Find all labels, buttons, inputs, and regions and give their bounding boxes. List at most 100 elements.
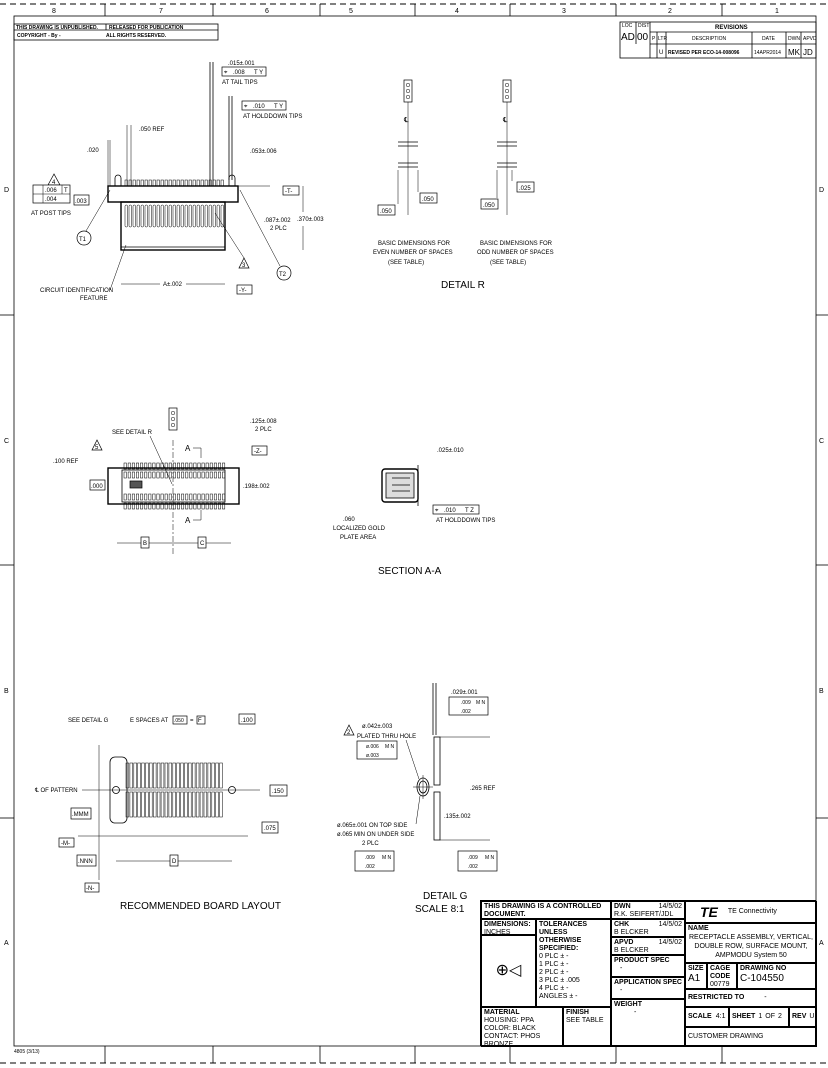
contact [123,471,127,479]
dim-135: .135±.002 [444,814,471,820]
datum-y: -Y- [239,288,246,294]
chk-label: CHK [614,921,630,928]
weight-value: - [634,1009,637,1016]
col-description: DESCRIPTION [692,36,727,42]
contact [209,493,213,501]
dim-265-ref: .265 REF [470,786,496,792]
controlled-cell: THIS DRAWING IS A CONTROLLED DOCUMENT. [481,901,611,919]
zone-label: 5 [349,8,353,15]
dimensions-label: DIMENSIONS: [484,921,531,928]
rev-description: REVISED PER ECO-14-008096 [668,50,740,56]
pin [204,179,208,187]
form-number: 4805 (3/13) [14,1049,40,1055]
customer-drawing: CUSTOMER DRAWING [688,1033,764,1040]
dim-100-ref: .100 REF [53,459,79,465]
pin [213,462,217,470]
dwn-label: DWN [614,903,631,910]
contact [160,493,164,501]
position-icon: ⌖ [244,104,248,110]
revisions-block: LOC DIST AD 00 REVISIONS P LTR DESCRIPTI… [619,21,817,59]
size-cell: SIZE A1 [685,963,707,989]
pin [168,462,172,470]
dim-050: .050 [483,203,495,209]
name-label: NAME [688,925,709,932]
pad-note-1: ø.065±.001 ON TOP SIDE [337,823,407,829]
gold-note-2: LOCALIZED GOLD [333,526,386,532]
contact [185,471,189,479]
pad [203,762,208,789]
pin [123,462,127,470]
contact [132,204,136,228]
pin [200,179,204,187]
pad [219,762,223,789]
flag-2: 2 [347,730,351,736]
dim-198: .198±.002 [243,484,270,490]
pin [140,179,144,187]
zone-label: B [4,688,9,695]
pin [216,179,220,187]
contact [131,471,135,479]
pin [144,179,148,187]
drawing-number-cell: DRAWING NO C-104550 [737,963,817,989]
detail-g-title: DETAIL G [423,891,468,902]
restricted-cell: RESTRICTED TO - [685,989,817,1007]
contact [222,471,226,479]
pin [160,179,164,187]
pin [123,502,127,510]
scale-cell: SCALE 4:1 [685,1007,729,1027]
material-line: COLOR: BLACK [484,1025,536,1032]
col-ltr: LTR [658,36,667,42]
product-spec-value: - [620,965,623,972]
pad [153,762,157,789]
contact [148,204,152,228]
pin [152,179,156,187]
contact [208,204,212,228]
of-label: OF [765,1013,775,1020]
pin [160,462,164,470]
tolerances-label: TOLERANCES UNLESS OTHERWISE SPECIFIED: [539,921,588,952]
pad [184,791,188,818]
pin [185,502,189,510]
finish-value: SEE TABLE [566,1017,604,1024]
dim-050: .050 [380,209,392,215]
contact [184,204,188,228]
pin [218,502,221,510]
section-a-bottom: A [185,516,191,525]
pitch-marks [398,141,418,168]
dim-087: .087±.002 [264,218,291,224]
zone-label: B [819,688,824,695]
dim-150: .150 [272,789,284,795]
odd-note-1: BASIC DIMENSIONS FOR [480,241,553,247]
company-cell: TE TE Connectivity [685,901,817,923]
contact [181,493,185,501]
datum-n: -N- [86,886,94,892]
section-a-a: .025±.010 ⌖ .010 T Z AT HOLDDOWN TIPS .0… [333,448,495,577]
pad [192,791,196,818]
contact [218,471,221,479]
zone-label: 8 [52,8,56,15]
zone-label: C [4,438,9,445]
dim-a: A±.002 [163,282,183,288]
centerline-mark: ℄ [502,117,508,124]
pad [133,762,137,789]
pin [192,179,196,187]
flag-5: 5 [95,445,99,451]
pin [205,462,209,470]
pad [164,762,169,789]
pin [185,462,189,470]
dim-053: .053±.006 [250,149,277,155]
zone-label: 1 [775,8,779,15]
contact [136,204,140,228]
contact [152,493,156,501]
pad [211,791,215,818]
contact [148,471,152,479]
see-detail-g: SEE DETAIL G [68,718,109,724]
pad [215,791,219,818]
pin [220,179,224,187]
loc-value: AD [621,32,635,43]
pad [215,762,219,789]
dim-020: .020 [87,148,99,154]
pin [213,502,217,510]
contact [156,204,160,228]
